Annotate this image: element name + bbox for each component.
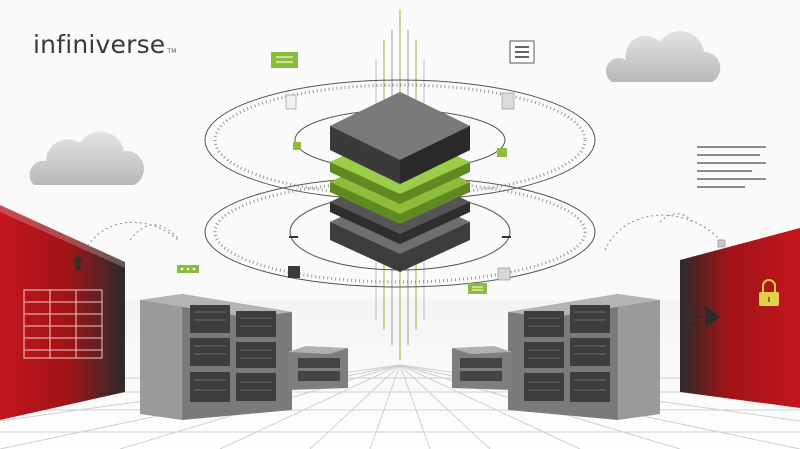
connection-arcs xyxy=(84,213,723,251)
text-lines-decoration xyxy=(697,146,766,188)
document-icon xyxy=(509,40,535,64)
cloud-icon xyxy=(605,30,721,83)
layered-stack-icon xyxy=(330,92,470,272)
server-rack-icon xyxy=(452,346,512,390)
left-wall-red xyxy=(0,205,125,420)
play-icon xyxy=(690,305,720,329)
lock-icon xyxy=(759,279,779,306)
dots-badge xyxy=(177,265,199,273)
server-rack-icon xyxy=(140,294,292,420)
message-icon xyxy=(271,52,298,68)
message-icon xyxy=(468,283,487,294)
left-wall-panel xyxy=(23,289,103,359)
brand-trademark: TM xyxy=(167,48,177,55)
upload-arrow-icon xyxy=(73,255,83,270)
brand-name: infiniverse xyxy=(33,30,166,59)
cloud-icon xyxy=(29,131,144,185)
server-rack-icon xyxy=(288,346,348,390)
server-rack-icon xyxy=(508,294,660,420)
right-wall-red xyxy=(680,228,800,408)
